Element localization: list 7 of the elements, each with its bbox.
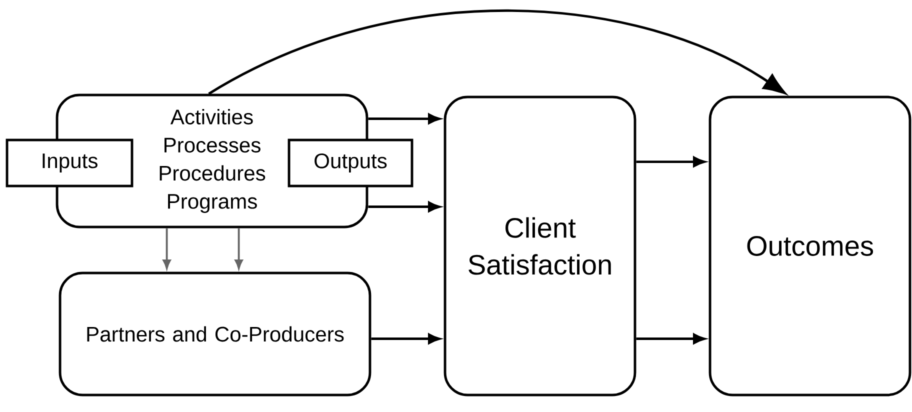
partner-box: Partners and Co-Producers xyxy=(58,272,372,396)
satisfaction-box: Client Satisfaction xyxy=(444,96,636,396)
input-box: Inputs xyxy=(6,138,134,188)
arrow xyxy=(162,228,171,269)
arrow xyxy=(234,228,243,269)
output-box: Outputs xyxy=(288,138,414,188)
outcome-box: Outcomes xyxy=(708,96,912,396)
